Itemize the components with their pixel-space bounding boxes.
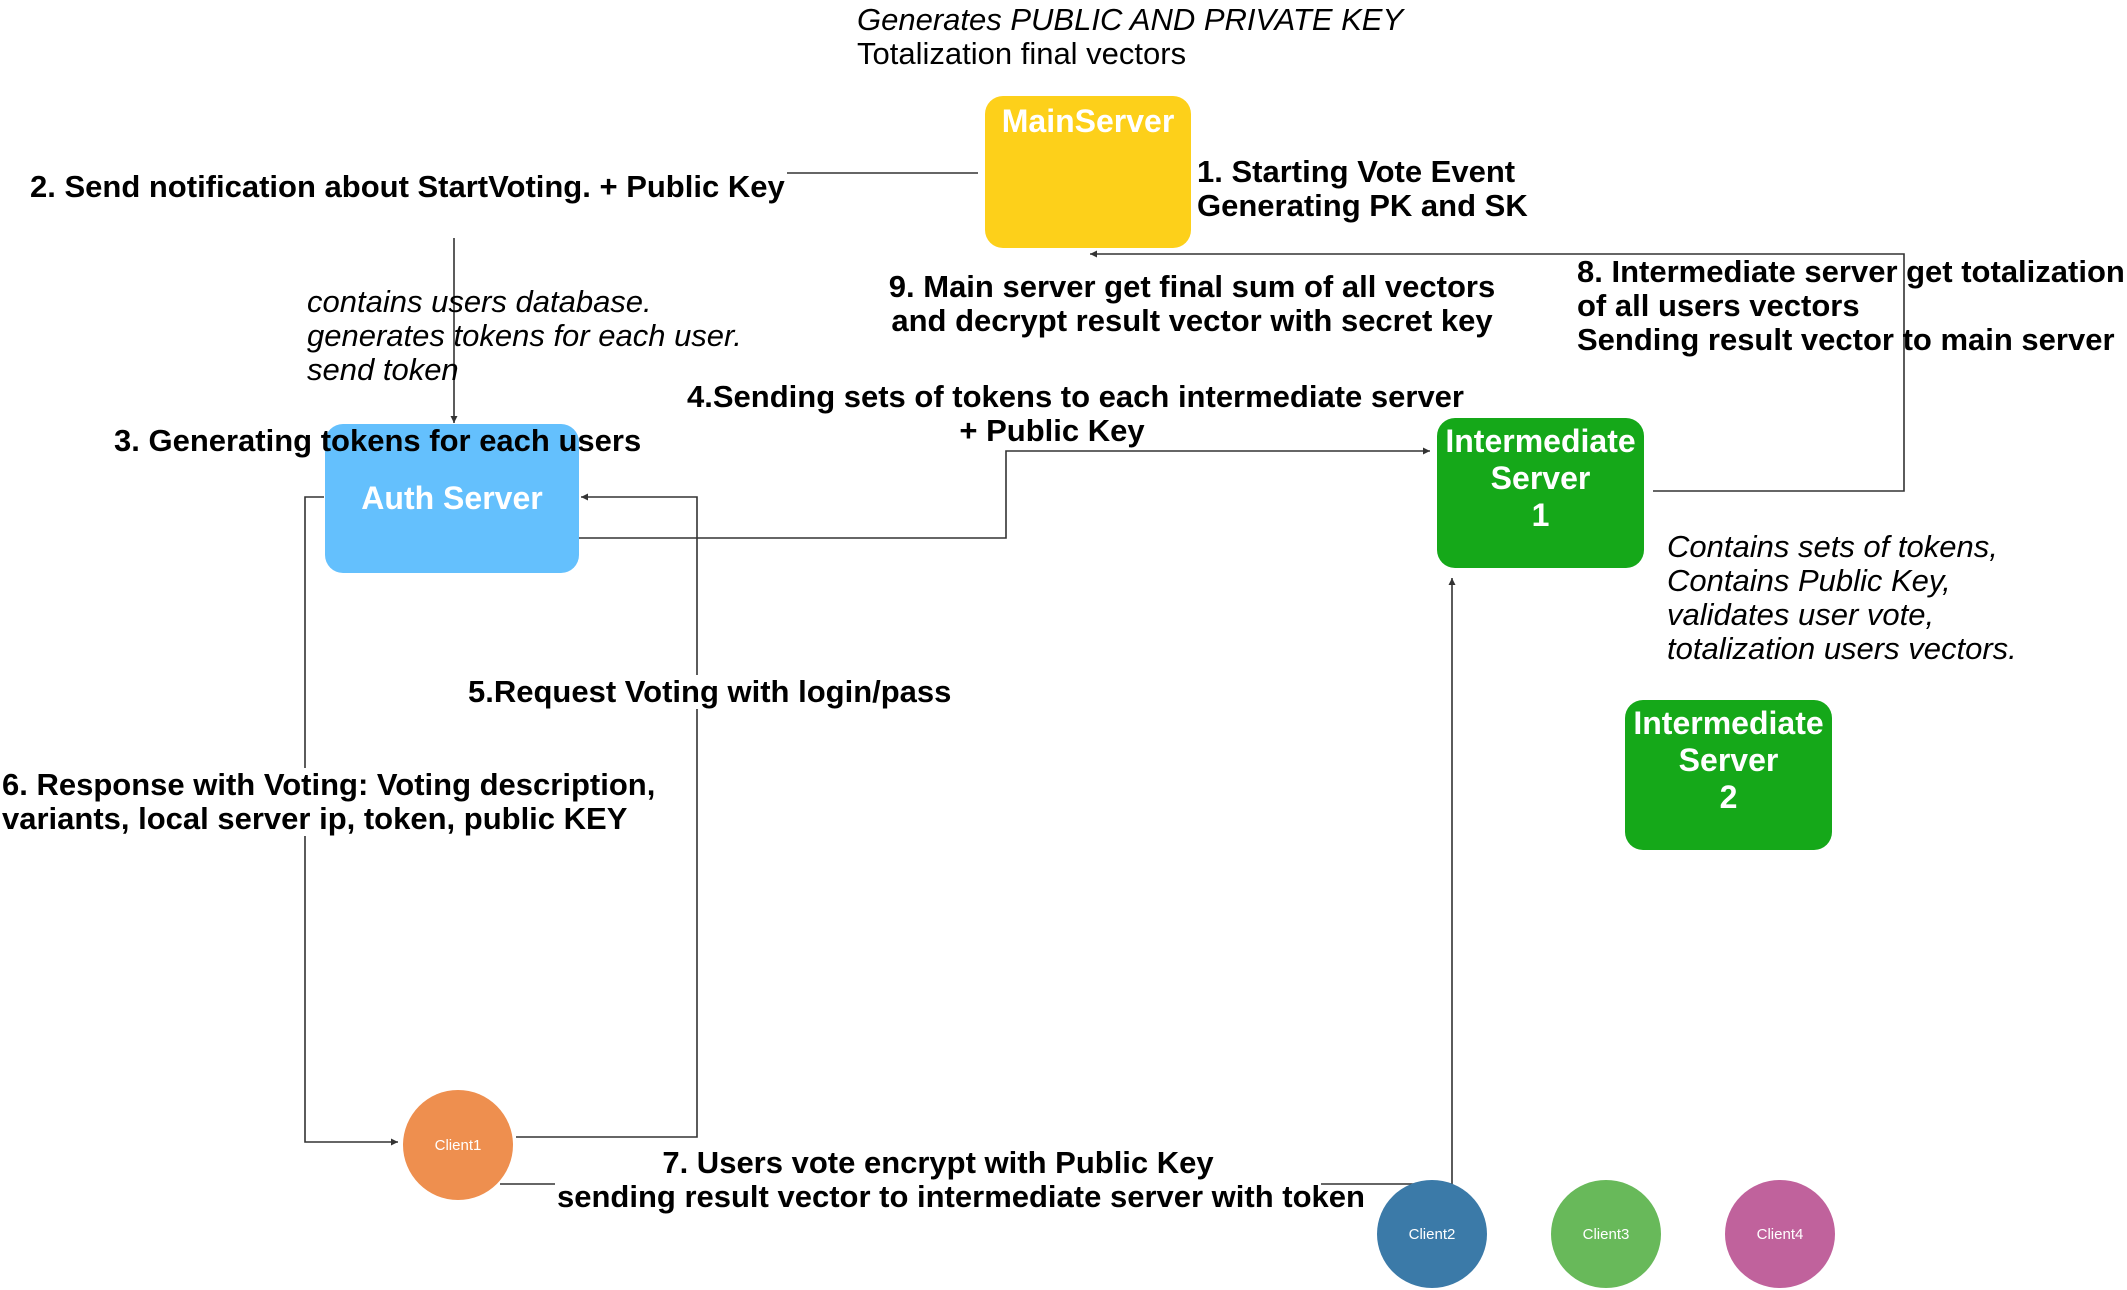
auth-server-node[interactable]: Auth Server	[325, 424, 579, 573]
intermediate-note-line-4: totalization users vectors.	[1667, 631, 2017, 666]
step-1-label: 1. Starting Vote Event Generating PK and…	[1195, 155, 1530, 223]
client4-label: Client4	[1756, 1225, 1804, 1243]
client3-node[interactable]: Client3	[1551, 1180, 1661, 1288]
client2-node[interactable]: Client2	[1377, 1180, 1487, 1288]
main-server-note-line-2: Totalization final vectors	[857, 36, 1187, 71]
intermediate-server-note: Contains sets of tokens, Contains Public…	[1665, 530, 2019, 666]
step-8-line-1: 8. Intermediate server get totalization	[1577, 254, 2125, 289]
step-1-line-2: Generating PK and SK	[1197, 188, 1528, 223]
client1-label: Client1	[434, 1136, 482, 1154]
step-3-label: 3. Generating tokens for each users	[112, 424, 643, 458]
intermediate-server-2-line-3: 2	[1719, 779, 1738, 815]
auth-server-note-line-1: contains users database.	[307, 284, 652, 319]
intermediate-server-2-line-2: Server	[1678, 742, 1779, 778]
step-9-line-2: and decrypt result vector with secret ke…	[891, 303, 1493, 338]
auth-server-label: Auth Server	[361, 480, 543, 516]
step-7-label: 7. Users vote encrypt with Public Key se…	[555, 1145, 1365, 1214]
intermediate-server-2-node[interactable]: Intermediate Server 2	[1625, 700, 1832, 850]
step-8-line-2: of all users vectors	[1577, 288, 1860, 323]
step-4-label: 4.Sending sets of tokens to each interme…	[685, 379, 1464, 448]
intermediate-server-1-line-3: 1	[1531, 497, 1550, 533]
edge-client1-to-intermediate-vote	[500, 578, 1456, 1185]
step-8-label: 8. Intermediate server get totalization …	[1575, 255, 2127, 357]
step-6-line-1: 6. Response with Voting: Voting descript…	[2, 767, 656, 802]
intermediate-server-2-line-1: Intermediate	[1633, 705, 1824, 741]
intermediate-note-line-1: Contains sets of tokens,	[1667, 529, 1998, 564]
step-6-line-2: variants, local server ip, token, public…	[2, 801, 628, 836]
step-2-label: 2. Send notification about StartVoting. …	[28, 170, 787, 204]
step-7-line-2: sending result vector to intermediate se…	[557, 1179, 1365, 1214]
main-server-note: Generates PUBLIC AND PRIVATE KEY Totaliz…	[855, 3, 1405, 71]
step-2-line-1: 2. Send notification about StartVoting. …	[30, 169, 785, 204]
client2-label: Client2	[1408, 1225, 1456, 1243]
step-3-line-1: 3. Generating tokens for each users	[114, 423, 642, 458]
step-5-label: 5.Request Voting with login/pass	[466, 674, 954, 709]
intermediate-note-line-2: Contains Public Key,	[1667, 563, 1951, 598]
step-8-line-3: Sending result vector to main server	[1577, 322, 2115, 357]
step-4-line-1: 4.Sending sets of tokens to each interme…	[687, 379, 1464, 414]
client4-node[interactable]: Client4	[1725, 1180, 1835, 1288]
auth-server-note-line-2: generates tokens for each user.	[307, 318, 742, 353]
step-5-line-1: 5.Request Voting with login/pass	[468, 674, 952, 709]
intermediate-server-1-node[interactable]: Intermediate Server 1	[1437, 418, 1644, 568]
step-9-line-1: 9. Main server get final sum of all vect…	[888, 269, 1496, 304]
step-7-line-1: 7. Users vote encrypt with Public Key	[662, 1145, 1214, 1180]
client1-node[interactable]: Client1	[403, 1090, 513, 1200]
edge-intermediate-to-main-result	[1090, 250, 1905, 492]
main-server-node[interactable]: MainServer	[985, 96, 1191, 248]
intermediate-note-line-3: validates user vote,	[1667, 597, 1935, 632]
auth-server-note: contains users database. generates token…	[305, 285, 744, 387]
intermediate-server-1-line-2: Server	[1490, 460, 1591, 496]
main-server-note-line-1: Generates PUBLIC AND PRIVATE KEY	[857, 2, 1404, 37]
edge-auth-to-intermediate-tokens	[578, 447, 1430, 539]
step-6-label: 6. Response with Voting: Voting descript…	[0, 767, 656, 836]
step-4-line-2: + Public Key	[959, 413, 1145, 448]
client3-label: Client3	[1582, 1225, 1630, 1243]
auth-server-note-line-3: send token	[307, 352, 459, 387]
intermediate-server-1-line-1: Intermediate	[1445, 423, 1636, 459]
edge-client1-to-auth-request	[516, 493, 698, 1138]
main-server-label: MainServer	[1001, 103, 1175, 139]
step-1-line-1: 1. Starting Vote Event	[1197, 154, 1516, 189]
step-9-label: 9. Main server get final sum of all vect…	[880, 270, 1504, 338]
